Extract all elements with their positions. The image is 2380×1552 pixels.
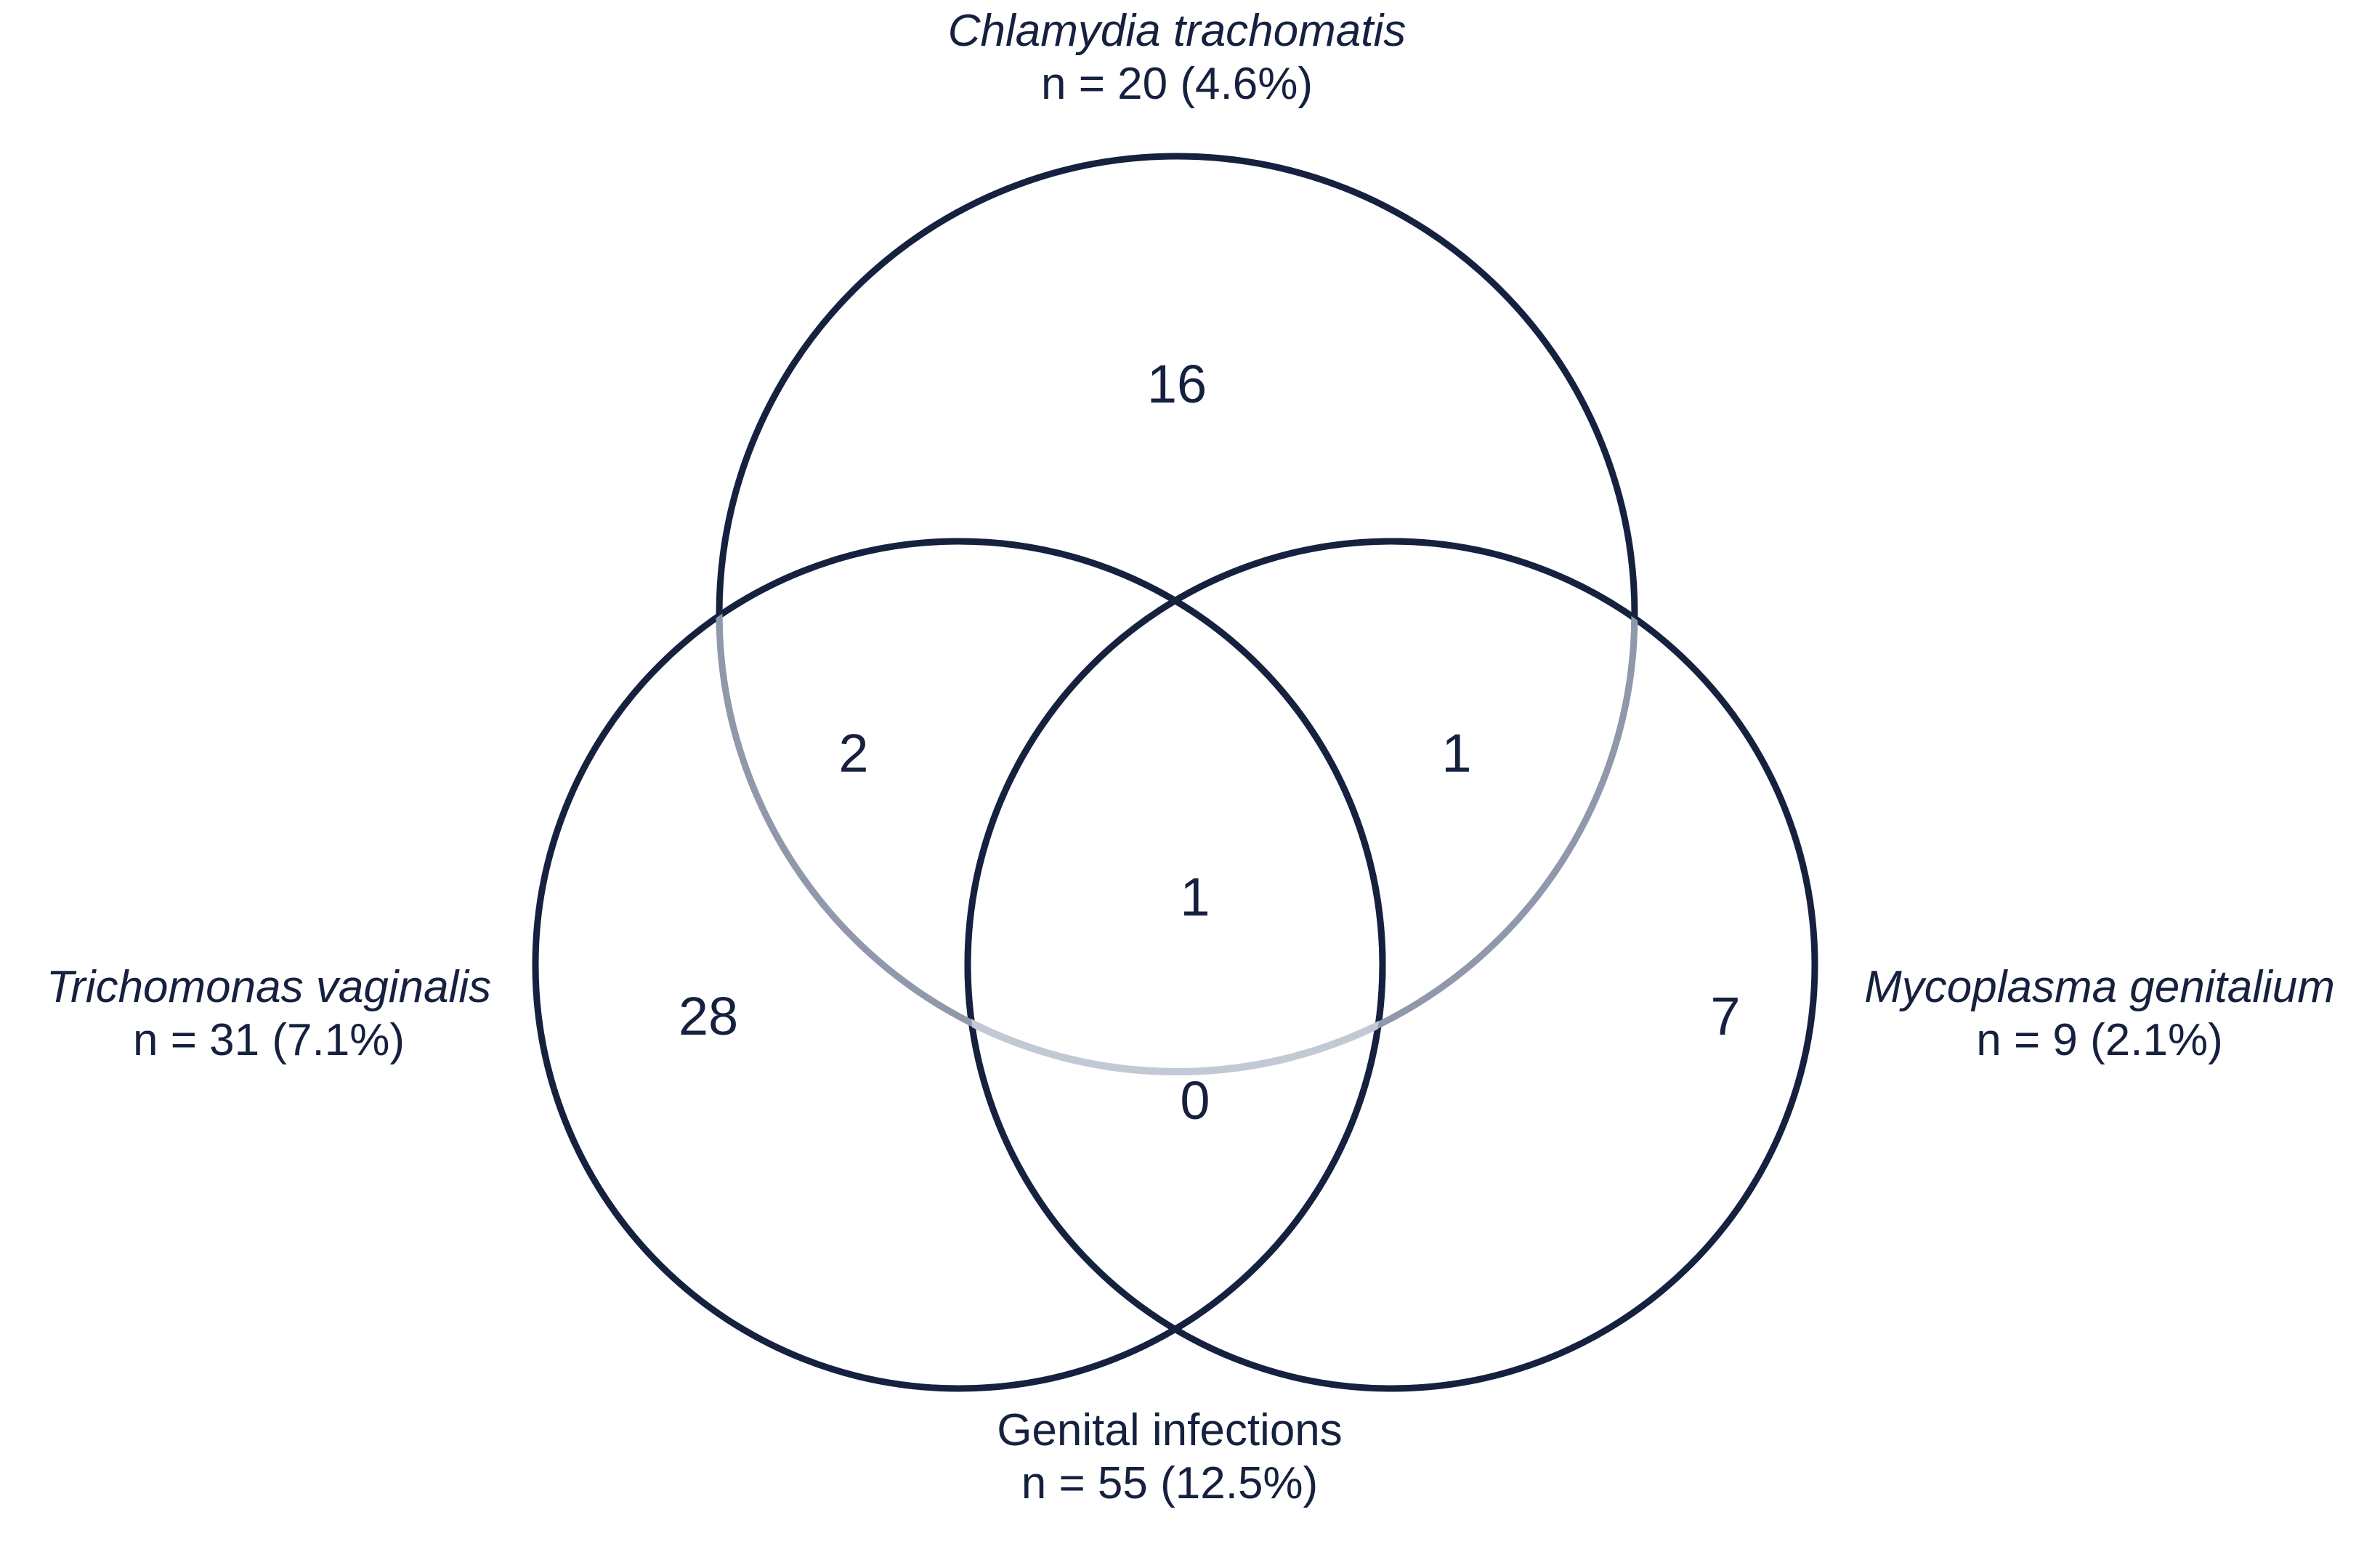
region-value-chlamydia-only: 16 xyxy=(1146,354,1207,414)
label-mycoplasma-genitalium: Mycoplasma genitalium n = 9 (2.1%) xyxy=(1816,961,2380,1067)
circle-mycoplasma-genitalium xyxy=(968,541,1815,1389)
region-value-chlamydia-trichomonas: 2 xyxy=(838,723,869,783)
label-genital-infections-name: Genital infections xyxy=(997,1405,1343,1455)
label-chlamydia-count: n = 20 (4.6%) xyxy=(1041,59,1313,110)
label-chlamydia-name: Chlamydia trachomatis xyxy=(947,6,1406,56)
chlamydia-arc-overlay-center xyxy=(968,541,1383,1075)
region-value-trichomonas-only: 28 xyxy=(678,986,739,1046)
region-value-chlamydia-mycoplasma: 1 xyxy=(1441,723,1472,783)
label-genital-infections: Genital infections n = 55 (12.5%) xyxy=(843,1404,1497,1510)
label-mycoplasma-name: Mycoplasma genitalium xyxy=(1864,962,2335,1012)
circle-mycoplasma-genitalium-outline xyxy=(964,538,1818,1392)
label-genital-infections-count: n = 55 (12.5%) xyxy=(1021,1458,1319,1509)
label-trichomonas-vaginalis: Trichomonas vaginalis n = 31 (7.1%) xyxy=(0,961,545,1067)
label-trichomonas-count: n = 31 (7.1%) xyxy=(133,1015,405,1066)
label-trichomonas-name: Trichomonas vaginalis xyxy=(46,962,492,1012)
region-value-mycoplasma-only: 7 xyxy=(1710,986,1741,1046)
region-value-all-three: 1 xyxy=(1180,867,1210,927)
circle-trichomonas-vaginalis-outline xyxy=(532,538,1386,1392)
region-value-trichomonas-mycoplasma: 0 xyxy=(1180,1070,1210,1131)
label-mycoplasma-count: n = 9 (2.1%) xyxy=(1976,1015,2223,1066)
label-chlamydia-trachomatis: Chlamydia trachomatis n = 20 (4.6%) xyxy=(777,4,1576,110)
